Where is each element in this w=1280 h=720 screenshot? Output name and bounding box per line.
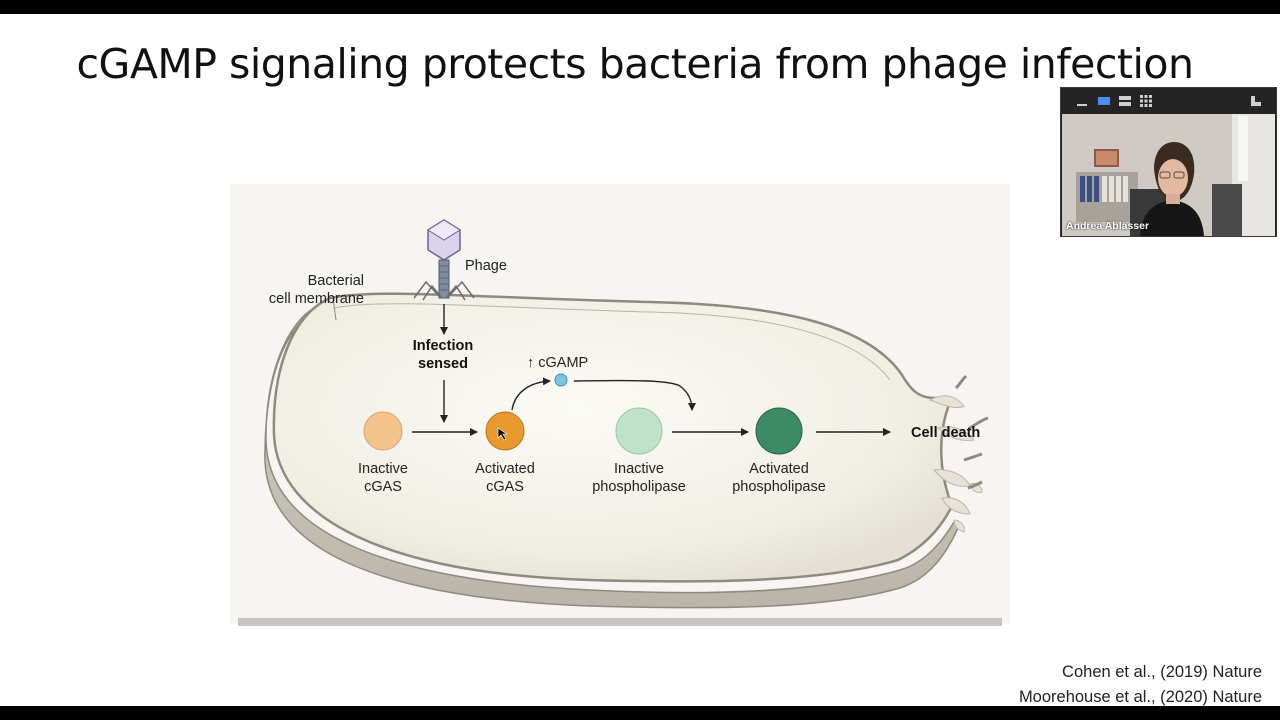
arrow-cgas-to-cgamp — [511, 377, 551, 411]
mouse-cursor-icon — [497, 427, 508, 441]
wall-fragments — [954, 374, 989, 490]
bottom-letterbox — [0, 706, 1280, 720]
cgamp-label: ↑ cGAMP — [527, 355, 589, 371]
video-tile-toolbar — [1061, 88, 1276, 114]
inactive-phospholipase-node — [615, 407, 663, 455]
figure-illustration — [230, 184, 1010, 626]
activated-phospholipase-node — [755, 407, 803, 455]
figure-shadow — [238, 618, 1002, 626]
activated-phospholipase-label-line2: phospholipase — [732, 479, 826, 495]
participant-video-tile[interactable]: Andrea Ablasser — [1060, 87, 1277, 237]
exit-fullscreen-icon[interactable] — [1249, 94, 1263, 108]
cell-debris — [928, 395, 983, 533]
reference-item: Cohen et al., (2019) Nature — [1062, 663, 1262, 681]
top-letterbox — [0, 0, 1280, 14]
minimize-icon[interactable] — [1075, 94, 1089, 108]
activated-phospholipase-label-line1: Activated — [749, 461, 809, 477]
infection-sensed-line2: sensed — [418, 356, 468, 372]
bacterial-cell — [272, 292, 954, 583]
stacked-view-icon[interactable] — [1118, 94, 1132, 108]
inactive-phospholipase-label-line2: phospholipase — [592, 479, 686, 495]
activated-cgas-label-line2: cGAS — [486, 479, 524, 495]
membrane-label-line1: Bacterial — [307, 273, 364, 289]
membrane-leader-line — [332, 297, 337, 321]
inactive-cgas-node — [363, 411, 403, 451]
inactive-cgas-label-line1: Inactive — [358, 461, 408, 477]
membrane-label-line2: cell membrane — [268, 291, 364, 307]
membrane-inner-line — [333, 303, 891, 381]
phage-label: Phage — [465, 258, 507, 274]
phage-icon — [413, 219, 475, 301]
references: Cohen et al., (2019) Nature Moorehouse e… — [1019, 660, 1262, 706]
cell-death-label: Cell death — [911, 425, 981, 441]
infection-sensed-line1: Infection — [412, 338, 474, 354]
participant-video-feed: Andrea Ablasser — [1062, 114, 1275, 236]
activated-cgas-node — [485, 411, 525, 451]
participant-name: Andrea Ablasser — [1066, 220, 1150, 232]
participant-camera-image — [1062, 114, 1275, 236]
activated-cgas-label-line1: Activated — [475, 461, 535, 477]
inactive-cgas-label-line2: cGAS — [364, 479, 402, 495]
single-view-icon[interactable] — [1097, 94, 1111, 108]
slide-title: cGAMP signaling protects bacteria from p… — [76, 40, 1194, 88]
cgamp-molecule — [554, 373, 568, 387]
cgamp-pathway-figure: Phage Bacterial cell membrane Infection … — [230, 170, 1010, 628]
arrow-cgamp-to-phospholipase — [573, 379, 696, 411]
reference-item: Moorehouse et al., (2020) Nature — [1018, 688, 1262, 706]
inactive-phospholipase-label-line1: Inactive — [614, 461, 664, 477]
gallery-grid-icon[interactable] — [1139, 94, 1153, 108]
